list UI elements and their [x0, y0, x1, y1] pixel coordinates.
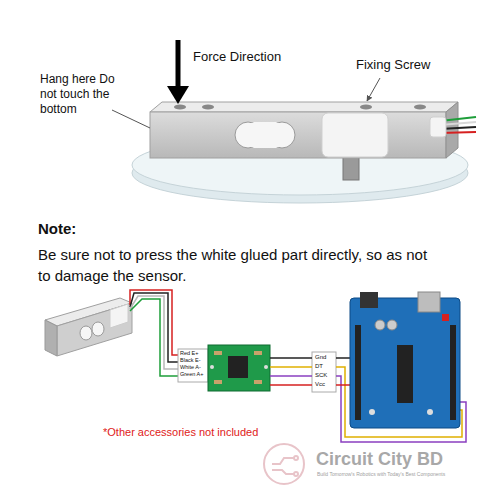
callout-label: Force Direction — [193, 50, 281, 65]
sensor-wires — [130, 290, 180, 376]
pin-label: Green A+ — [180, 371, 203, 377]
leader-line — [367, 78, 380, 101]
watermark: Circuit City BD — [316, 449, 443, 470]
mounting-note: Hang here Do not touch the bottom — [40, 72, 122, 117]
hx711-board — [178, 345, 336, 392]
pin-label: Vcc — [315, 381, 325, 388]
watermark-tagline: Build Tomorrow's Robotics with Today's B… — [317, 472, 445, 478]
callout-label: Fixing Screw — [356, 58, 430, 73]
small-load-cell — [45, 298, 132, 356]
arduino-board — [350, 292, 460, 428]
pin-label: Gnd — [315, 354, 326, 361]
pin-label: Black E- — [180, 357, 200, 363]
pin-label: DT — [315, 363, 323, 370]
watermark-logo — [264, 444, 304, 484]
note-text: Be sure not to press the white glued par… — [38, 244, 436, 286]
pin-label: SCK — [315, 372, 327, 379]
note-heading: Note: — [38, 220, 76, 237]
force-arrow — [167, 40, 189, 104]
accessory-note: *Other accessories not included — [103, 426, 258, 439]
load-cell-bar — [150, 102, 476, 158]
pin-label: White A- — [180, 364, 201, 370]
pin-label: Red E+ — [180, 350, 199, 356]
leader-line — [112, 110, 150, 128]
